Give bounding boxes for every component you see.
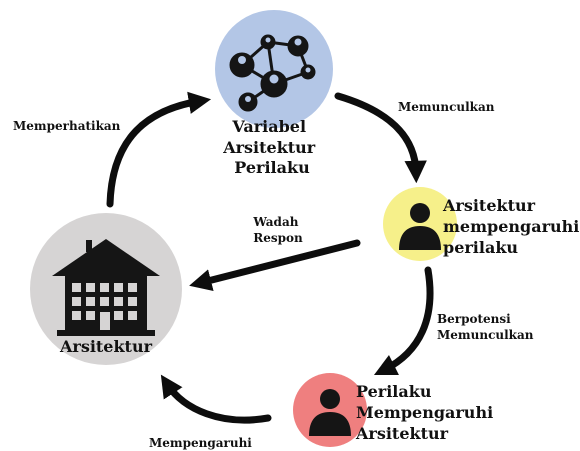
person-icon — [399, 203, 441, 250]
arsitektur-mempengaruhi-label: Arsitektur mempengaruhi perilaku — [442, 196, 580, 257]
arrow-memperhatikan — [106, 91, 212, 208]
perilaku-mempengaruhi-label: Perilaku Mempengaruhi Arsitektur — [355, 382, 499, 443]
node-perilaku-mempengaruhi-arsitektur: Perilaku Mempengaruhi Arsitektur — [293, 373, 499, 447]
node-variabel-arsitektur-perilaku: Variabel Arsitektur Perilaku — [215, 10, 333, 177]
arrow-berpotensi-memunculkan — [373, 266, 434, 376]
building-icon — [52, 239, 160, 336]
node-arsitektur: Arsitektur — [30, 213, 182, 365]
node-arsitektur-mempengaruhi-perilaku: Arsitektur mempengaruhi perilaku — [383, 187, 580, 261]
variabel-label: Variabel Arsitektur Perilaku — [222, 117, 321, 177]
edge-label-memperhatikan: Memperhatikan — [13, 119, 121, 133]
edge-label-memunculkan: Memunculkan — [398, 100, 495, 114]
network-people-icon — [229, 34, 316, 112]
edge-label-wadah-respon: Wadah Respon — [252, 215, 303, 245]
arsitektur-label: Arsitektur — [59, 337, 153, 356]
edge-label-mempengaruhi: Mempengaruhi — [149, 436, 252, 450]
arrow-wadah-respon — [189, 239, 361, 292]
person-icon — [309, 389, 351, 436]
arrow-mempengaruhi — [160, 374, 272, 424]
arrow-memunculkan — [334, 92, 427, 184]
edge-label-berpotensi-memunculkan: Berpotensi Memunculkan — [437, 312, 534, 342]
